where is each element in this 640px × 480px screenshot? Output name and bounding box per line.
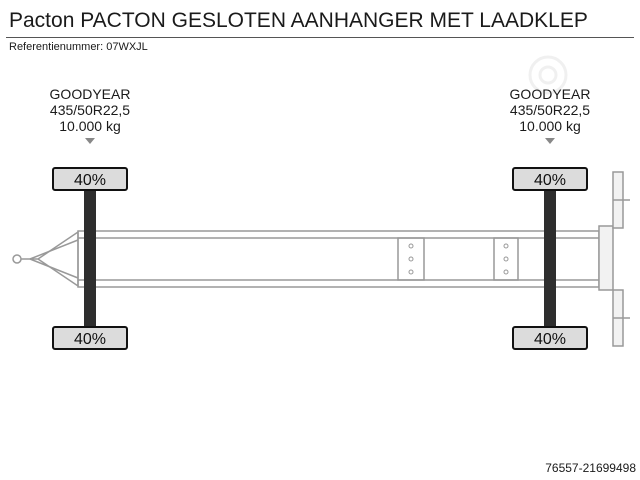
axle-2-label: GOODYEAR 435/50R22,5 10.000 kg (490, 86, 610, 134)
reference-number: Referentienummer: 07WXJL (9, 41, 148, 53)
tail-lift (598, 171, 630, 347)
axle-2-tire-size: 435/50R22,5 (509, 102, 591, 118)
hitch-eye-icon (12, 254, 22, 264)
axle-1-arrow-icon (85, 138, 95, 144)
axle-2-bottom-percent: 40% (534, 331, 566, 348)
axle-1-top-percent: 40% (74, 172, 106, 189)
axle-1-bottom-percent: 40% (74, 331, 106, 348)
frame-holes (408, 243, 509, 275)
axle-1: 40% 40% (52, 167, 128, 350)
axle-1-label: GOODYEAR 435/50R22,5 10.000 kg (30, 86, 150, 134)
axle-1-brand: GOODYEAR (49, 86, 131, 102)
axle-2-brand: GOODYEAR (509, 86, 591, 102)
axle-1-tire-size: 435/50R22,5 (49, 102, 131, 118)
axle-2-top-tire (512, 167, 588, 191)
page-title: Pacton PACTON GESLOTEN AANHANGER MET LAA… (9, 9, 588, 32)
axle-1-shaft (84, 190, 96, 327)
drawbar (12, 230, 79, 288)
axle-2-arrow-icon (545, 138, 555, 144)
axle-2-shaft (544, 190, 556, 327)
header-divider (6, 37, 634, 38)
axle-2-top-percent: 40% (534, 172, 566, 189)
axle-1-bottom-tire (52, 326, 128, 350)
axle-2-load: 10.000 kg (519, 118, 581, 134)
axle-1-top-tire (52, 167, 128, 191)
watermark-gear-icon (528, 55, 568, 95)
listing-id: 76557-21699498 (545, 461, 636, 475)
axle-2: 40% 40% (512, 167, 588, 350)
axle-2-bottom-tire (512, 326, 588, 350)
chassis-frame (77, 230, 600, 288)
axle-1-load: 10.000 kg (59, 118, 121, 134)
